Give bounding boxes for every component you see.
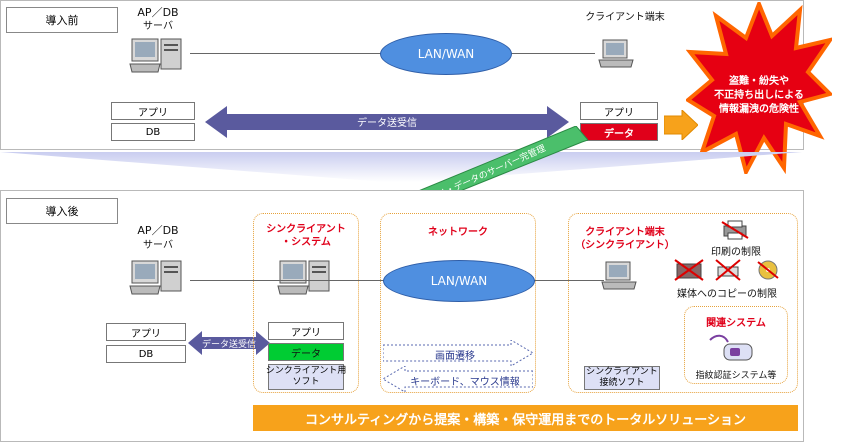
thin-system-block — [253, 213, 359, 393]
after-server-label-1: AP／DB — [137, 224, 179, 237]
input-info-arrow — [383, 366, 533, 392]
screen-transition-arrow — [383, 340, 533, 366]
printer-icon — [721, 220, 749, 240]
before-title: 導入前 — [6, 7, 118, 33]
before-client-label: クライアント端末 — [585, 12, 665, 23]
media-restriction-label: 媒体へのコピーの制限 — [677, 289, 777, 300]
data-exchange-double-arrow — [205, 106, 569, 138]
media-icons — [674, 259, 779, 281]
after-panel — [0, 190, 804, 442]
after-server-db-box: DB — [106, 345, 186, 363]
related-system-caption: 指紋認証システム等 — [695, 371, 777, 381]
risk-text-1: 盗難・紛失や — [729, 76, 789, 87]
after-data-exchange-arrow — [188, 331, 270, 355]
related-system-block — [684, 306, 788, 384]
thin-system-title-2: ・システム — [281, 237, 331, 248]
after-server-label-2: サーバ — [143, 240, 173, 251]
before-network-cloud: LAN/WAN — [380, 33, 512, 75]
server-computer-icon — [129, 260, 182, 295]
thin-client-computer-icon — [601, 261, 637, 290]
thin-server-icon — [277, 260, 330, 295]
network-block — [380, 213, 536, 393]
after-small-arrow-label: データ送受信 — [201, 340, 256, 350]
client-block — [568, 213, 798, 393]
before-server-db-box: DB — [111, 123, 195, 141]
print-restriction-label: 印刷の制限 — [711, 247, 761, 258]
after-server-app-box: アプリ — [106, 323, 186, 341]
related-system-title: 関連システム — [706, 318, 766, 329]
risk-text-2: 不正持ち出しによる — [714, 90, 804, 101]
network-title: ネットワーク — [428, 227, 488, 238]
before-arrow-label: データ送受信 — [357, 118, 417, 129]
after-title: 導入後 — [6, 198, 118, 224]
before-server-label-1: AP／DB — [137, 6, 179, 19]
risk-burst-icon — [686, 2, 832, 174]
thin-app-box: アプリ — [268, 322, 344, 340]
thin-system-title-1: シンクライアント — [266, 224, 346, 235]
before-server-label-2: サーバ — [143, 21, 173, 32]
risk-text-3: 情報漏洩の危険性 — [719, 104, 799, 115]
client-title-2: （シンクライアント） — [575, 240, 675, 251]
before-client-data-box: データ — [580, 123, 658, 141]
client-software-box: シンクライアント 接続ソフト — [584, 366, 660, 390]
thin-software-box: シンクライアント用 ソフト — [266, 364, 346, 390]
before-client-app-box: アプリ — [580, 102, 658, 120]
thin-data-box: データ — [268, 343, 344, 361]
before-server-app-box: アプリ — [111, 102, 195, 120]
fingerprint-device-icon — [709, 334, 753, 361]
client-title-1: クライアント端末 — [585, 227, 665, 238]
solution-banner: コンサルティングから提案・構築・保守運用までのトータルソリューション — [253, 405, 798, 431]
client-computer-icon — [598, 39, 634, 68]
screen-transition-label: 画面遷移 — [435, 351, 475, 362]
risk-arrow — [664, 110, 698, 140]
input-info-label: キーボード、マウス情報 — [410, 377, 520, 388]
after-network-cloud: LAN/WAN — [383, 260, 535, 302]
server-computer-icon — [129, 38, 182, 73]
